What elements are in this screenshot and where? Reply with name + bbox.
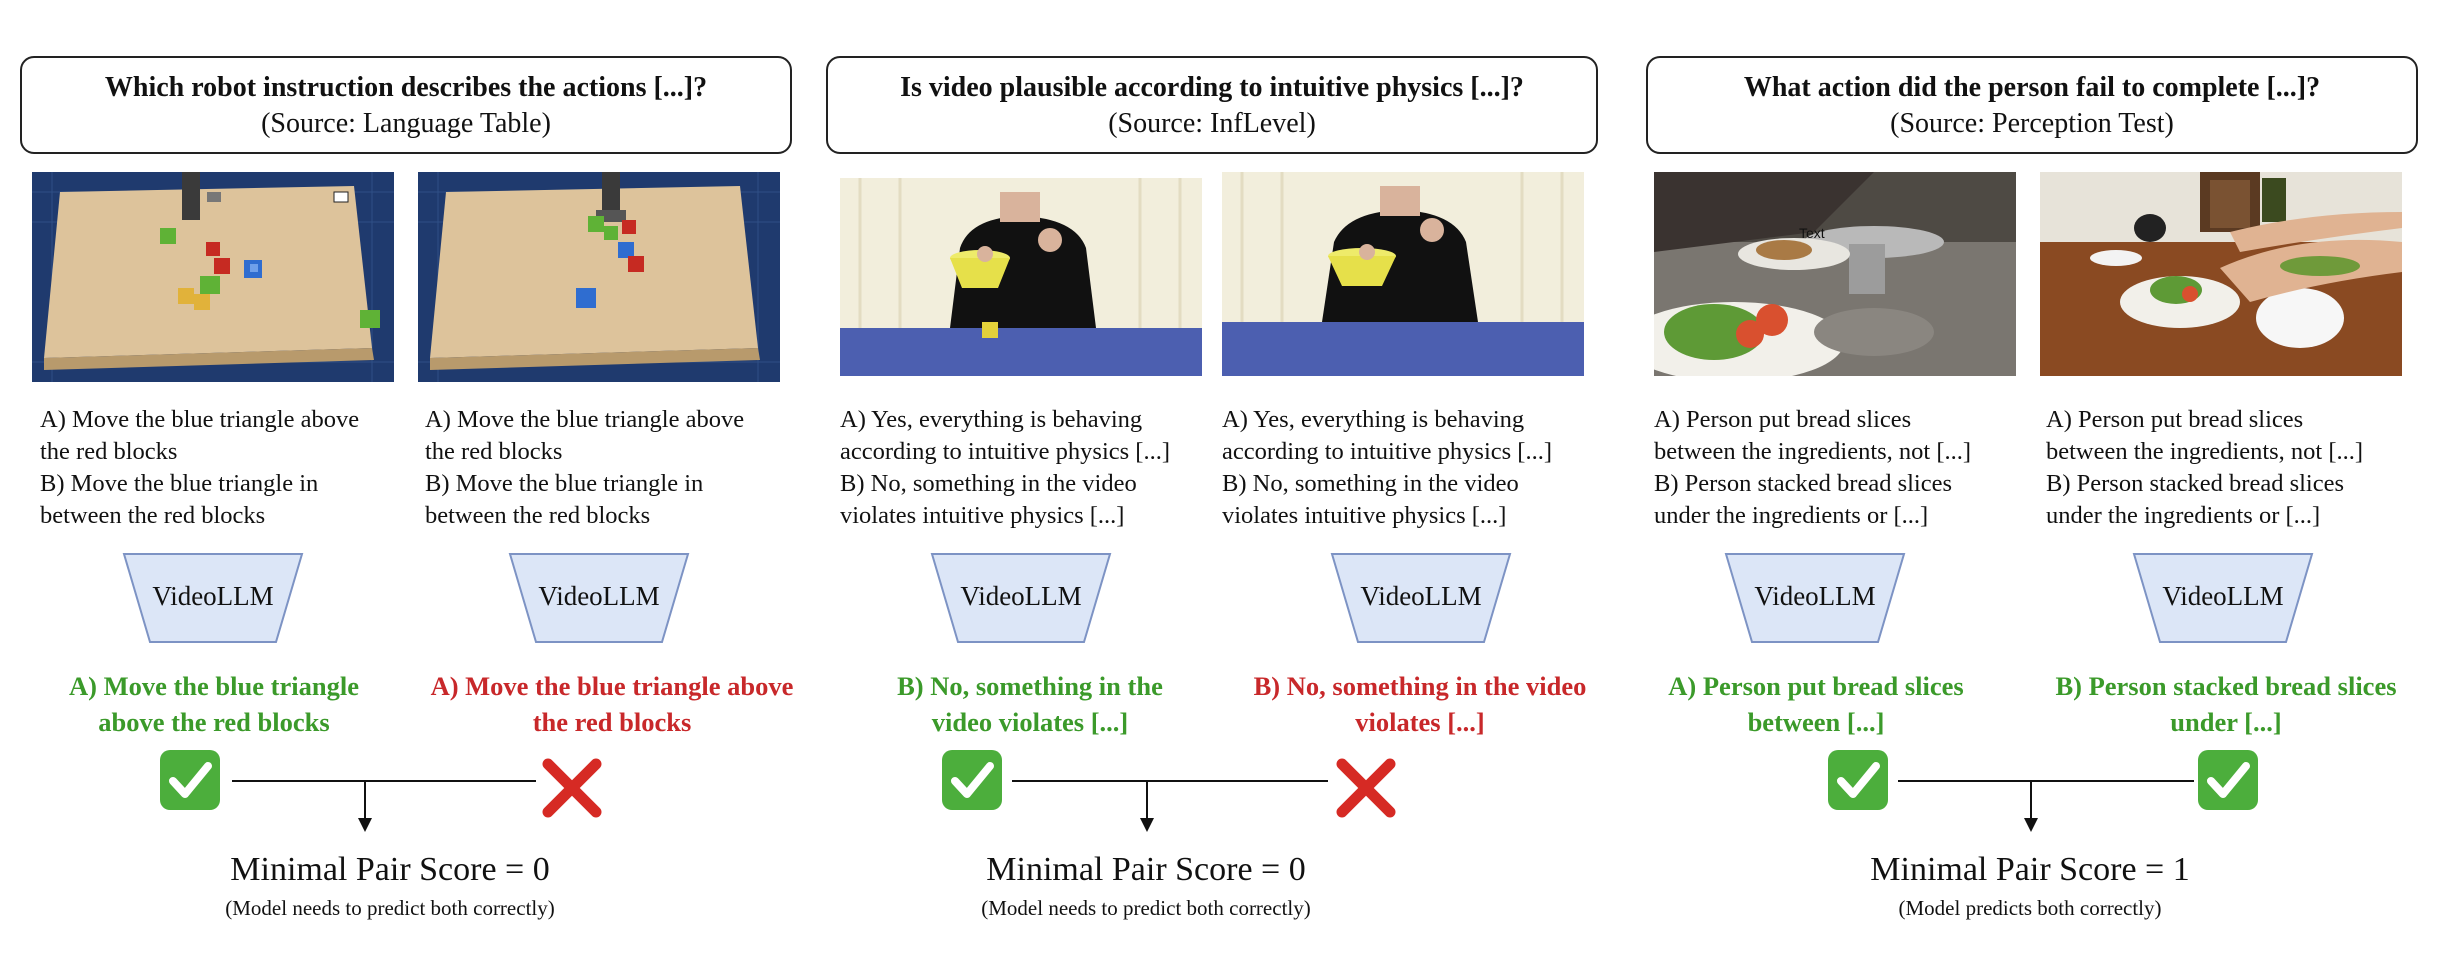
check-icon [1826, 748, 1890, 812]
option-line: B) No, something in the video [840, 470, 1137, 497]
question-text: Is video plausible according to intuitiv… [900, 72, 1524, 103]
image-text: Text [1799, 225, 1825, 241]
video-frame-physics-2 [1222, 172, 1584, 376]
model-box: VideoLLM [930, 552, 1112, 644]
model-answer: B) No, something in the video violates [… [830, 668, 1230, 740]
option-line: A) Yes, everything is behaving [840, 406, 1143, 433]
score-note: (Model needs to predict both correctly) [225, 896, 555, 920]
option-line: between the ingredients, not [...] [2046, 438, 2364, 465]
model-label: VideoLLM [1360, 581, 1482, 611]
answer-line: A) Person put bread slices [1668, 671, 1964, 701]
model-label: VideoLLM [1754, 581, 1876, 611]
model-box: VideoLLM [1724, 552, 1906, 644]
option-line: according to intuitive physics [...] [840, 438, 1170, 465]
source-text: (Source: InfLevel) [1108, 108, 1316, 139]
connector-line [1012, 780, 1328, 782]
minimal-pair-score: Minimal Pair Score = 0 [230, 851, 550, 888]
answer-line: above the red blocks [98, 707, 330, 737]
video-frame-physics-1 [840, 178, 1202, 376]
answer-line: the red blocks [532, 707, 692, 737]
arrow-down-icon [2024, 818, 2038, 832]
minimal-pair-score: Minimal Pair Score = 0 [986, 851, 1306, 888]
question-box-1: Which robot instruction describes the ac… [20, 56, 792, 154]
options-list: A) Move the blue triangle above the red … [40, 404, 420, 532]
option-line: according to intuitive physics [...] [1222, 438, 1552, 465]
answer-line: violates [...] [1355, 707, 1485, 737]
arrow-down-icon [358, 818, 372, 832]
check-icon [2196, 748, 2260, 812]
arrow-down-icon [1140, 818, 1154, 832]
option-line: the red blocks [40, 438, 178, 465]
score-note: (Model needs to predict both correctly) [981, 896, 1311, 920]
option-line: between the ingredients, not [...] [1654, 438, 1972, 465]
option-line: A) Move the blue triangle above [425, 406, 745, 433]
model-box: VideoLLM [122, 552, 304, 644]
options-list: A) Person put bread slices between the i… [1654, 404, 2034, 532]
model-answer: B) Person stacked bread slices under [..… [2026, 668, 2426, 740]
model-answer: B) No, something in the video violates [… [1220, 668, 1620, 740]
cross-icon [540, 756, 604, 820]
source-text: (Source: Language Table) [261, 108, 551, 139]
video-frame-kitchen-1: Text [1654, 172, 2016, 376]
connector-line [232, 780, 536, 782]
option-line: A) Yes, everything is behaving [1222, 406, 1525, 433]
option-line: B) Person stacked bread slices [2046, 470, 2344, 497]
cross-icon [1334, 756, 1398, 820]
model-box: VideoLLM [1330, 552, 1512, 644]
video-frame-robot-1 [32, 172, 394, 382]
option-line: A) Person put bread slices [2046, 406, 2304, 433]
option-line: B) Move the blue triangle in [425, 470, 704, 497]
check-icon [940, 748, 1004, 812]
answer-line: between [...] [1747, 707, 1885, 737]
option-line: violates intuitive physics [...] [1222, 502, 1507, 529]
model-label: VideoLLM [2162, 581, 2284, 611]
option-line: B) No, something in the video [1222, 470, 1519, 497]
option-line: under the ingredients or [...] [1654, 502, 1929, 529]
video-frame-kitchen-2 [2040, 172, 2402, 376]
option-line: A) Move the blue triangle above [40, 406, 360, 433]
answer-line: B) No, something in the [897, 671, 1163, 701]
answer-line: B) No, something in the video [1253, 671, 1587, 701]
question-box-3: What action did the person fail to compl… [1646, 56, 2418, 154]
question-text: What action did the person fail to compl… [1743, 72, 2321, 103]
model-label: VideoLLM [960, 581, 1082, 611]
answer-line: A) Move the blue triangle [69, 671, 359, 701]
connector-line [1146, 780, 1148, 822]
option-line: under the ingredients or [...] [2046, 502, 2321, 529]
video-frame-robot-2 [418, 172, 780, 382]
question-text: Which robot instruction describes the ac… [104, 72, 708, 103]
answer-line: B) Person stacked bread slices [2055, 671, 2397, 701]
check-icon [158, 748, 222, 812]
option-line: violates intuitive physics [...] [840, 502, 1125, 529]
model-label: VideoLLM [538, 581, 660, 611]
model-answer: A) Move the blue triangle above the red … [14, 668, 414, 740]
source-text: (Source: Perception Test) [1890, 108, 2174, 139]
minimal-pair-score: Minimal Pair Score = 1 [1870, 851, 2190, 888]
connector-line [1898, 780, 2194, 782]
option-line: B) Person stacked bread slices [1654, 470, 1952, 497]
model-answer: A) Person put bread slices between [...] [1616, 668, 2016, 740]
options-list: A) Move the blue triangle above the red … [425, 404, 805, 532]
option-line: between the red blocks [425, 502, 651, 529]
options-list: A) Yes, everything is behaving according… [840, 404, 1220, 532]
model-answer: A) Move the blue triangle above the red … [412, 668, 812, 740]
answer-line: under [...] [2170, 707, 2282, 737]
options-list: A) Person put bread slices between the i… [2046, 404, 2426, 532]
option-line: A) Person put bread slices [1654, 406, 1912, 433]
connector-line [2030, 780, 2032, 822]
option-line: between the red blocks [40, 502, 266, 529]
score-note: (Model predicts both correctly) [1898, 896, 2162, 920]
answer-line: video violates [...] [931, 707, 1129, 737]
option-line: the red blocks [425, 438, 563, 465]
question-box-2: Is video plausible according to intuitiv… [826, 56, 1598, 154]
model-box: VideoLLM [2132, 552, 2314, 644]
model-box: VideoLLM [508, 552, 690, 644]
model-label: VideoLLM [152, 581, 274, 611]
connector-line [364, 780, 366, 822]
option-line: B) Move the blue triangle in [40, 470, 319, 497]
answer-line: A) Move the blue triangle above [430, 671, 794, 701]
options-list: A) Yes, everything is behaving according… [1222, 404, 1602, 532]
